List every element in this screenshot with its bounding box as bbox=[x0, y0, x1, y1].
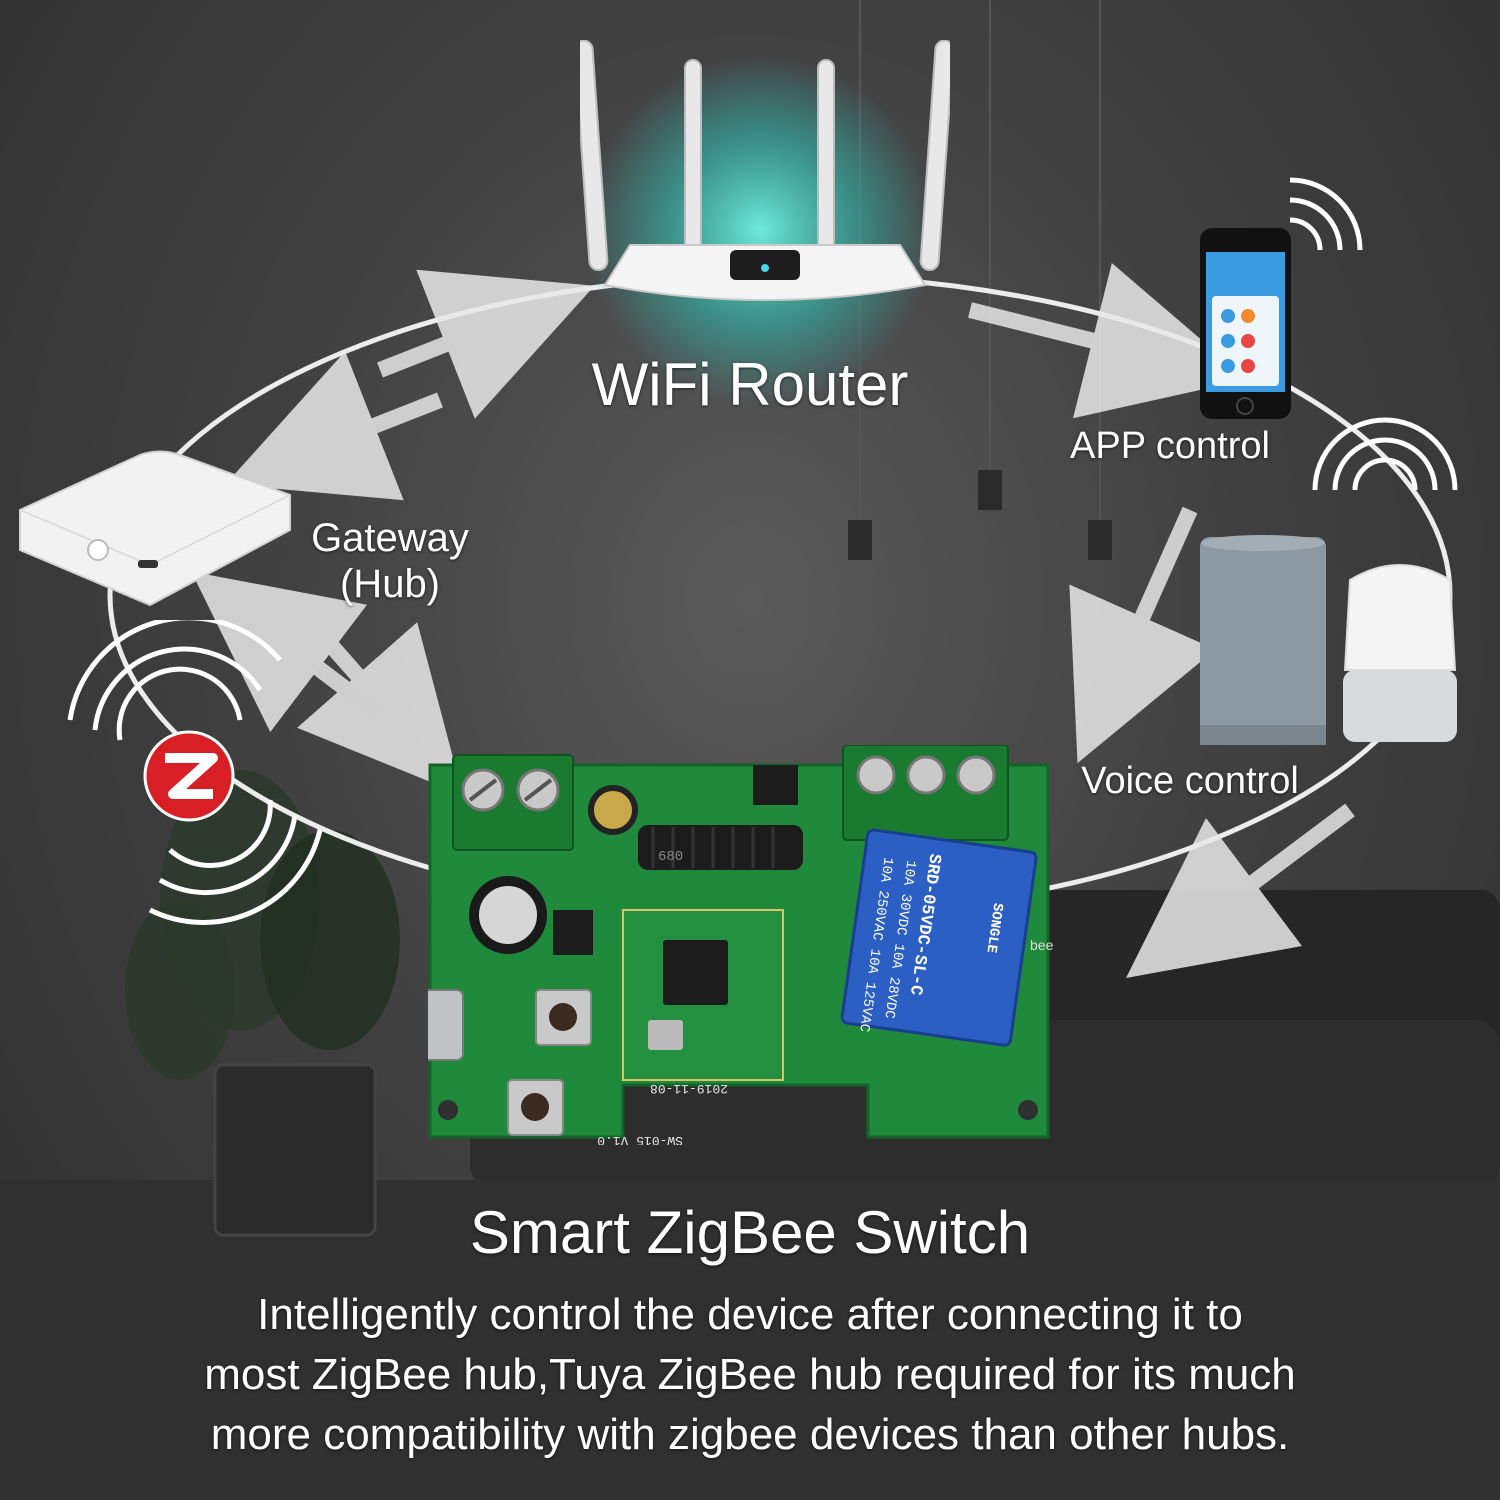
board-date: 2019-11-08 bbox=[650, 1081, 728, 1096]
smart-home-speaker-icon bbox=[1343, 564, 1457, 742]
description: Intelligently control the device after c… bbox=[60, 1285, 1440, 1465]
zigbee-hub-icon bbox=[19, 450, 291, 607]
zigbee-logo-icon bbox=[143, 730, 235, 822]
wireless-signal-icon bbox=[67, 620, 323, 925]
page-title: Smart ZigBee Switch bbox=[469, 1199, 1031, 1266]
smart-speaker-icon bbox=[1200, 535, 1326, 745]
router-signal-glow bbox=[585, 55, 935, 405]
terminal-block-right bbox=[842, 745, 1009, 841]
description-line1: Intelligently control the device after c… bbox=[257, 1290, 1243, 1339]
board-edge-marking: bee bbox=[1030, 937, 1054, 953]
smartphone-icon bbox=[1200, 228, 1291, 419]
wireless-signal-icon bbox=[1312, 417, 1458, 491]
app-control-label: APP control bbox=[1070, 425, 1270, 467]
description-line2: most ZigBee hub,Tuya ZigBee hub required… bbox=[204, 1350, 1296, 1399]
wifi-router-icon bbox=[580, 40, 950, 301]
gateway-label-line2: (Hub) bbox=[339, 562, 441, 606]
wireless-signal-icon bbox=[1289, 177, 1363, 251]
relay-brand: SONGLE bbox=[983, 902, 1006, 954]
zigbee-switch-board: 10A 250VAC 10A 125VAC 10A 30VDC 10A 28VD… bbox=[428, 745, 1050, 1145]
description-line3: more compatibility with zigbee devices t… bbox=[210, 1410, 1290, 1459]
board-id: SW-015 V1.0 bbox=[597, 1133, 683, 1145]
wifi-router-label: WiFi Router bbox=[591, 351, 909, 418]
gateway-label-line1: Gateway bbox=[311, 516, 469, 560]
gateway-label: Gateway (Hub) bbox=[290, 515, 490, 607]
voice-control-label: Voice control bbox=[1081, 760, 1299, 802]
plant-icon bbox=[125, 770, 400, 1237]
relay: 10A 250VAC 10A 125VAC 10A 30VDC 10A 28VD… bbox=[840, 828, 1038, 1047]
terminal-block-left bbox=[452, 754, 574, 851]
inductor-marking: 680 bbox=[658, 849, 683, 865]
